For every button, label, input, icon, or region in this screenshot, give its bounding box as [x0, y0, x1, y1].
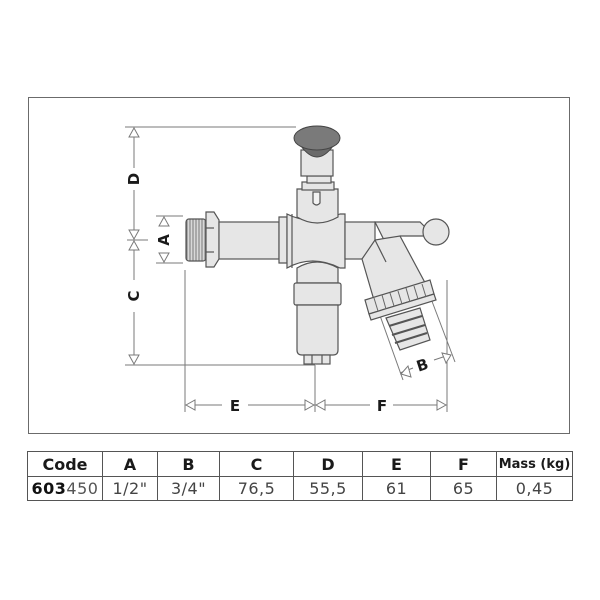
dimension-label-group: D A C E F B — [125, 173, 431, 415]
cell-a: 1/2" — [102, 476, 158, 501]
header-e: E — [362, 451, 431, 477]
header-mass: Mass (kg) — [496, 451, 573, 477]
dim-label-b: B — [414, 355, 430, 376]
faucet-body — [185, 149, 450, 365]
cell-c: 76,5 — [219, 476, 294, 501]
code-prefix: 603 — [31, 479, 67, 498]
cell-code: 603450 — [27, 476, 103, 501]
header-a: A — [102, 451, 158, 477]
header-code: Code — [27, 451, 103, 477]
code-suffix: 450 — [66, 479, 99, 498]
cell-f: 65 — [430, 476, 497, 501]
header-c: C — [219, 451, 294, 477]
knurled-nut — [364, 279, 437, 321]
drawing-frame — [28, 97, 570, 434]
threaded-inlet — [185, 218, 207, 262]
dimension-arrows — [128, 126, 452, 411]
header-d: D — [293, 451, 363, 477]
header-b: B — [157, 451, 220, 477]
table-row: 603450 1/2" 3/4" 76,5 55,5 61 65 0,45 — [27, 476, 573, 501]
dim-label-e: E — [230, 397, 240, 415]
specification-table: Code A B C D E F Mass (kg) 603450 1/2" 3… — [27, 451, 573, 501]
dim-label-a: A — [155, 234, 173, 246]
cell-d: 55,5 — [293, 476, 363, 501]
cell-b: 3/4" — [157, 476, 220, 501]
cell-mass: 0,45 — [496, 476, 573, 501]
table-header-row: Code A B C D E F Mass (kg) — [27, 451, 573, 477]
hose-barb — [385, 307, 431, 351]
dim-label-c: C — [125, 290, 143, 301]
header-f: F — [430, 451, 497, 477]
cap — [293, 125, 341, 158]
hex-nut — [205, 211, 220, 268]
dim-label-d: D — [125, 173, 143, 185]
lever-knob — [422, 218, 450, 246]
cell-e: 61 — [362, 476, 431, 501]
dim-label-f: F — [377, 397, 387, 415]
